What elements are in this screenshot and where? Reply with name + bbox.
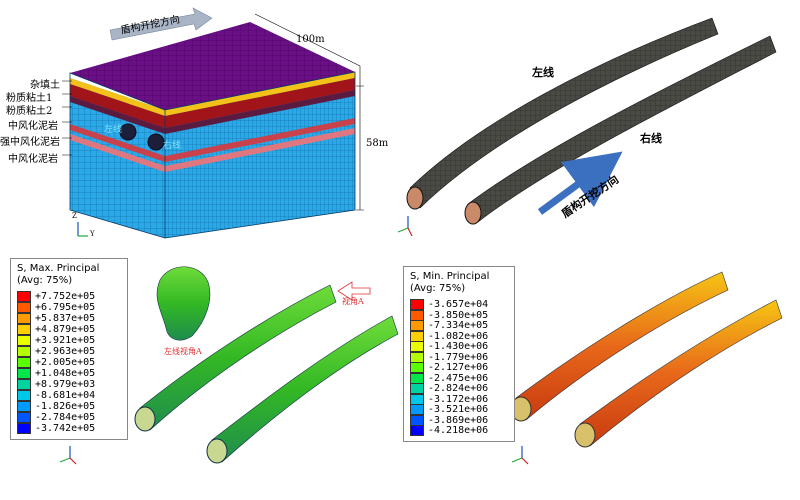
max-value: -2.784e+05: [35, 412, 96, 423]
direction-arrow-mesh: [537, 151, 623, 215]
max-value: +6.795e+05: [35, 302, 96, 313]
mesh-tunnel-right: [467, 35, 777, 223]
max-swatch: [17, 291, 31, 302]
view-a-arrow: [337, 281, 371, 301]
max-value: +4.879e+05: [35, 324, 96, 335]
left-view-a-label: 左线视角A: [164, 347, 202, 356]
tunnel-hole-right: [147, 133, 165, 151]
min-tube-left: [515, 271, 729, 421]
max-swatch: [17, 412, 31, 423]
layer-label-6: 中风化泥岩: [8, 154, 58, 165]
max-swatch: [17, 390, 31, 401]
min-swatch: [410, 393, 424, 405]
dim-length-label: 100m: [296, 34, 325, 45]
dim-line-length: [254, 13, 361, 67]
axis-triad-max: [59, 446, 77, 465]
block-axis-z: Z: [72, 212, 77, 220]
axis-triad-mesh: [397, 216, 413, 237]
legend-max-title: S, Max. Principal: [17, 263, 100, 274]
min-value: -3.172e+06: [428, 393, 489, 405]
legend-max-subtitle: (Avg: 75%): [17, 275, 73, 286]
tunnel-mesh-view: [397, 17, 777, 237]
layer-label-4: 中风化泥岩: [8, 121, 58, 132]
min-value: -3.521e+06: [428, 404, 489, 415]
max-swatch: [17, 302, 31, 313]
min-value: -4.218e+06: [428, 425, 489, 436]
min-value: -1.082e+06: [428, 330, 489, 342]
mesh-tunnel-left: [409, 17, 719, 209]
min-swatch: [410, 351, 424, 363]
max-value: +5.837e+05: [35, 313, 96, 324]
min-value: -2.127e+06: [428, 362, 489, 373]
min-tube-right: [579, 299, 783, 447]
block-left-line-label: 左线: [104, 125, 123, 135]
max-swatch: [17, 368, 31, 379]
block-top-face: [70, 22, 355, 110]
dim-depth-label: 58m: [366, 138, 389, 149]
min-swatch: [410, 425, 424, 436]
min-value: -7.334e+05: [428, 320, 489, 331]
max-tube-left: [139, 284, 337, 431]
max-value: +7.752e+05: [35, 291, 96, 302]
min-value: -3.869e+06: [428, 414, 489, 426]
min-value: -3.850e+05: [428, 309, 489, 321]
min-swatch: [410, 414, 424, 426]
min-swatch: [410, 372, 424, 384]
max-tube-right: [211, 315, 399, 463]
layer-label-5: 强中风化泥岩: [0, 137, 60, 148]
max-swatch: [17, 324, 31, 335]
max-swatch: [17, 313, 31, 324]
min-swatch: [410, 299, 424, 310]
view-a-label: 视角A: [342, 297, 364, 306]
axis-triad-min: [511, 446, 529, 465]
max-swatch: [17, 357, 31, 368]
min-swatch: [410, 404, 424, 415]
max-value: -8.681e+04: [35, 390, 96, 401]
max-value: +1.048e+05: [35, 368, 96, 379]
min-swatch: [410, 309, 424, 321]
mesh-left-label: 左线: [532, 66, 554, 79]
max-value: -1.826e+05: [35, 401, 96, 412]
layer-label-3: 粉质粘土2: [6, 106, 53, 117]
direction-arrow-block: [109, 7, 213, 41]
max-principal-view: [59, 266, 399, 465]
layer-leaders: [62, 80, 72, 156]
layer-label-1: 杂填土: [30, 80, 60, 91]
mesh-right-label: 右线: [640, 132, 662, 145]
legend-min-subtitle: (Avg: 75%): [410, 283, 466, 294]
layer-label-2: 粉质粘土1: [6, 93, 53, 104]
min-swatch: [410, 383, 424, 394]
min-value: -2.824e+06: [428, 383, 489, 394]
max-swatch: [17, 346, 31, 357]
deformed-ring: [156, 266, 211, 341]
axis-triad-block: [77, 222, 88, 237]
soil-block: [69, 22, 356, 239]
min-value: -1.430e+06: [428, 341, 489, 352]
min-swatch: [410, 320, 424, 331]
legend-max-principal: S, Max. Principal (Avg: 75%) +7.752e+05+…: [10, 258, 128, 440]
max-swatch: [17, 423, 31, 434]
legend-min-title: S, Min. Principal: [410, 271, 490, 282]
max-swatch: [17, 401, 31, 412]
min-principal-view: [510, 271, 783, 465]
block-axis-y: Y: [90, 230, 95, 238]
max-value: +2.963e+05: [35, 346, 96, 357]
block-right-line-label: 右线: [163, 141, 182, 151]
min-swatch: [410, 362, 424, 373]
max-value: +2.005e+05: [35, 357, 96, 368]
min-swatch: [410, 330, 424, 342]
min-value: -1.779e+06: [428, 351, 489, 363]
legend-min-principal: S, Min. Principal (Avg: 75%) -3.657e+04-…: [403, 266, 515, 442]
max-value: +8.979e+03: [35, 379, 96, 390]
max-value: +3.921e+05: [35, 335, 96, 346]
min-swatch: [410, 341, 424, 352]
max-value: -3.742e+05: [35, 423, 96, 434]
min-value: -3.657e+04: [428, 299, 489, 310]
tunnel-hole-left: [119, 123, 137, 141]
max-swatch: [17, 335, 31, 346]
min-value: -2.475e+06: [428, 372, 489, 384]
max-swatch: [17, 379, 31, 390]
